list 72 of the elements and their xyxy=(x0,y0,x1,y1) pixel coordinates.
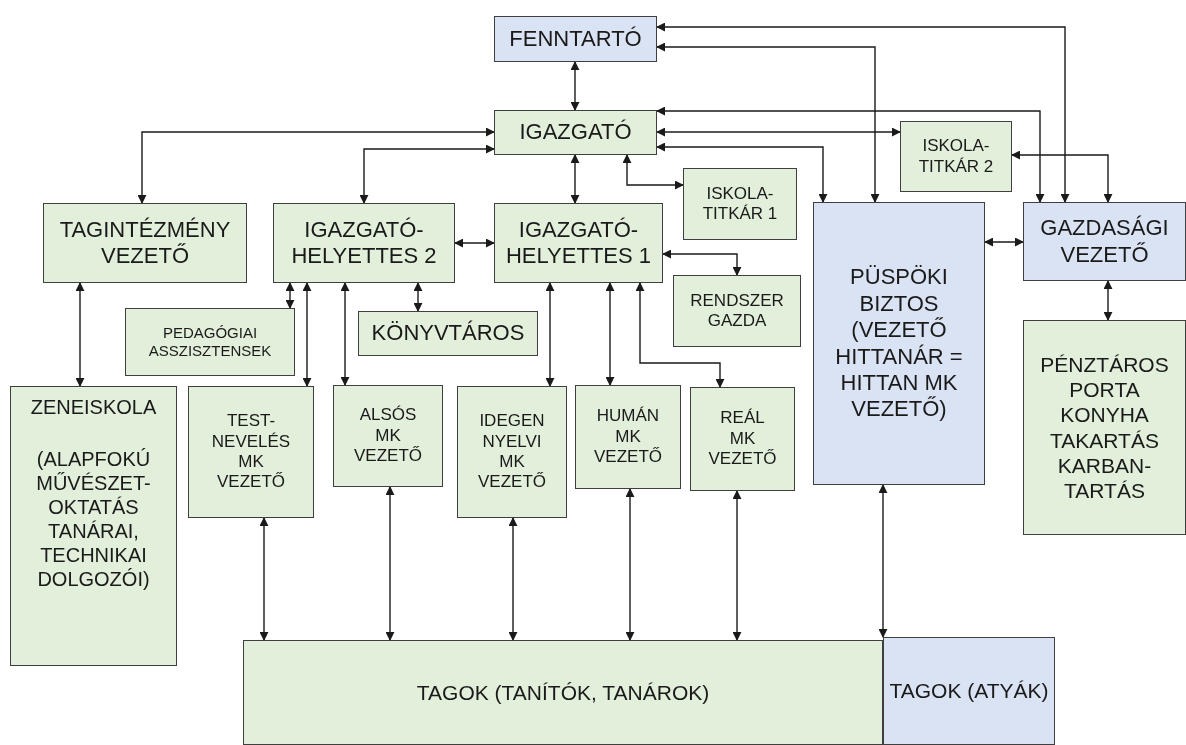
double-arrow xyxy=(75,282,85,387)
box-label: ZENEISKOLA xyxy=(30,395,157,419)
org-box xyxy=(273,203,455,283)
box-label: ISKOLA- TITKÁR 1 xyxy=(701,183,779,225)
double-arrow xyxy=(878,484,888,638)
org-box xyxy=(494,203,663,283)
double-arrow xyxy=(359,144,495,204)
double-arrow xyxy=(413,282,423,312)
org-box xyxy=(813,202,985,485)
org-box xyxy=(125,308,295,376)
org-box xyxy=(43,203,247,283)
double-arrow xyxy=(656,106,1045,203)
box-label: TEST- NEVELÉS MK VEZETŐ xyxy=(211,411,291,493)
double-arrow xyxy=(340,282,350,386)
org-box xyxy=(333,385,443,487)
box-label: TAGINTÉZMÉNY VEZETŐ xyxy=(58,216,232,270)
org-box xyxy=(494,16,657,62)
org-box xyxy=(188,386,314,518)
org-box xyxy=(1023,320,1186,535)
org-box xyxy=(1023,202,1186,281)
double-arrow xyxy=(625,488,635,641)
double-arrow xyxy=(656,142,828,203)
box-label: ALSÓS MK VEZETŐ xyxy=(354,405,422,467)
org-box xyxy=(358,311,538,356)
box-label: GAZDASÁGI VEZETŐ xyxy=(1039,215,1170,268)
box-label: IGAZGATÓ- HELYETTES 2 xyxy=(290,216,438,270)
box-label: RENDSZER GAZDA xyxy=(689,290,785,332)
double-arrow xyxy=(656,42,880,203)
box-label: REÁL MK VEZETŐ xyxy=(708,408,777,470)
double-arrow xyxy=(1103,280,1113,321)
org-box xyxy=(494,110,657,155)
org-box xyxy=(683,168,797,240)
box-label: IGAZGATÓ- HELYETTES 1 xyxy=(504,216,653,270)
double-arrow xyxy=(259,517,269,641)
org-box xyxy=(673,275,801,347)
double-arrow xyxy=(285,282,295,309)
double-arrow xyxy=(656,22,1070,203)
box-label: TAGOK (ATYÁK) xyxy=(889,678,1049,704)
box-label: TAGOK (TANÍTÓK, TANÁROK) xyxy=(416,679,710,706)
box-label: FENNTARTÓ xyxy=(509,25,642,53)
org-box xyxy=(690,387,795,491)
double-arrow xyxy=(570,61,580,111)
box-label: (ALAPFOKÚ MŰVÉSZET- OKTATÁS TANÁRAI, TECHNIKAI DOLGOZÓI) xyxy=(36,447,151,591)
org-box xyxy=(883,637,1055,745)
double-arrow xyxy=(1011,150,1113,203)
double-arrow xyxy=(605,282,615,386)
double-arrow xyxy=(656,127,901,137)
double-arrow xyxy=(385,486,395,641)
org-box xyxy=(457,386,567,518)
double-arrow xyxy=(508,517,518,641)
double-arrow xyxy=(137,127,495,204)
org-box xyxy=(10,386,177,666)
org-box xyxy=(575,385,681,489)
box-label: PEDAGÓGIAI ASSZISZTENSEK xyxy=(147,324,273,360)
double-arrow xyxy=(302,282,312,387)
double-arrow xyxy=(570,154,580,204)
double-arrow xyxy=(662,249,742,276)
org-box xyxy=(900,121,1012,192)
box-label: HUMÁN MK VEZETŐ xyxy=(594,406,662,468)
box-label: KÖNYVTÁROS xyxy=(371,320,525,347)
double-arrow xyxy=(545,282,555,387)
double-arrow xyxy=(622,154,684,190)
org-box xyxy=(243,640,883,745)
box-label: IDEGEN NYELVI MK VEZETŐ xyxy=(478,411,546,493)
double-arrow xyxy=(732,490,742,641)
double-arrow xyxy=(984,237,1024,247)
double-arrow xyxy=(635,282,725,388)
double-arrow xyxy=(454,238,495,248)
box-label: PÉNZTÁROS PORTA KONYHA TAKARTÁS KARBAN- TARTÁS xyxy=(1040,351,1169,504)
box-label: ISKOLA- TITKÁR 2 xyxy=(917,136,995,177)
box-label: IGAZGATÓ xyxy=(519,119,632,146)
box-label: PÜSPÖKI BIZTOS (VEZETŐ HITTANÁR = HITTAN MK VEZETŐ) xyxy=(834,264,964,423)
